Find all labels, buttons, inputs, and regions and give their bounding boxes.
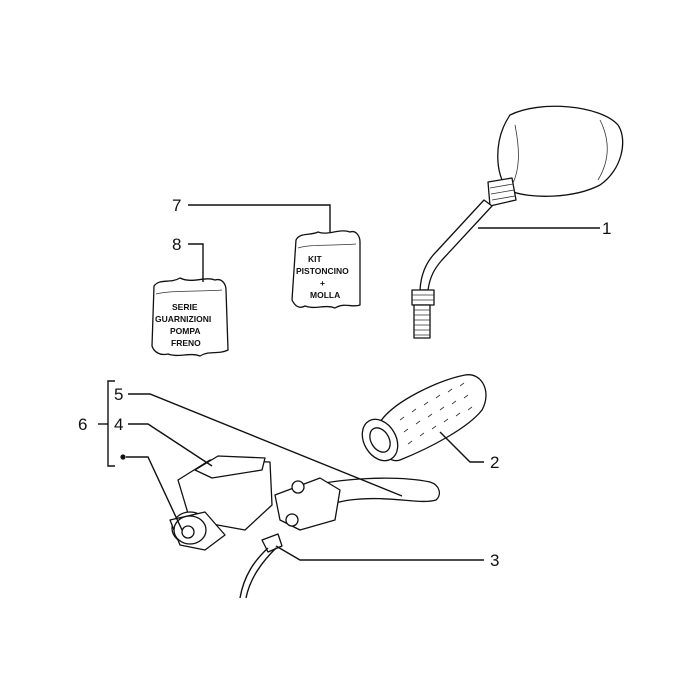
kit-bag-line-1: KIT [308,254,323,264]
callout-3: 3 [490,551,499,570]
seals-bag-line-4: FRENO [171,338,201,348]
seals-bag-line-2: GUARNIZIONI [155,314,211,324]
callout-7: 7 [172,196,181,215]
brake-pump-assembly [169,455,441,599]
leader-lines [98,204,600,561]
kit-bag-line-2: PISTONCINO [296,266,349,276]
seals-bag-line-1: SERIE [172,302,198,312]
seals-bag-part [151,277,229,357]
kit-bag-line-3: + [320,278,325,288]
kit-bag-line-4: MOLLA [310,290,340,300]
grip-part [361,374,487,462]
callout-6: 6 [78,415,87,434]
callout-8: 8 [172,235,181,254]
callout-1: 1 [602,219,611,238]
mirror-part [411,105,624,339]
callout-4: 4 [114,415,123,434]
callout-5: 5 [114,385,123,404]
kit-bag-part [291,230,361,309]
callout-2: 2 [490,453,499,472]
seals-bag-line-3: POMPA [170,326,201,336]
